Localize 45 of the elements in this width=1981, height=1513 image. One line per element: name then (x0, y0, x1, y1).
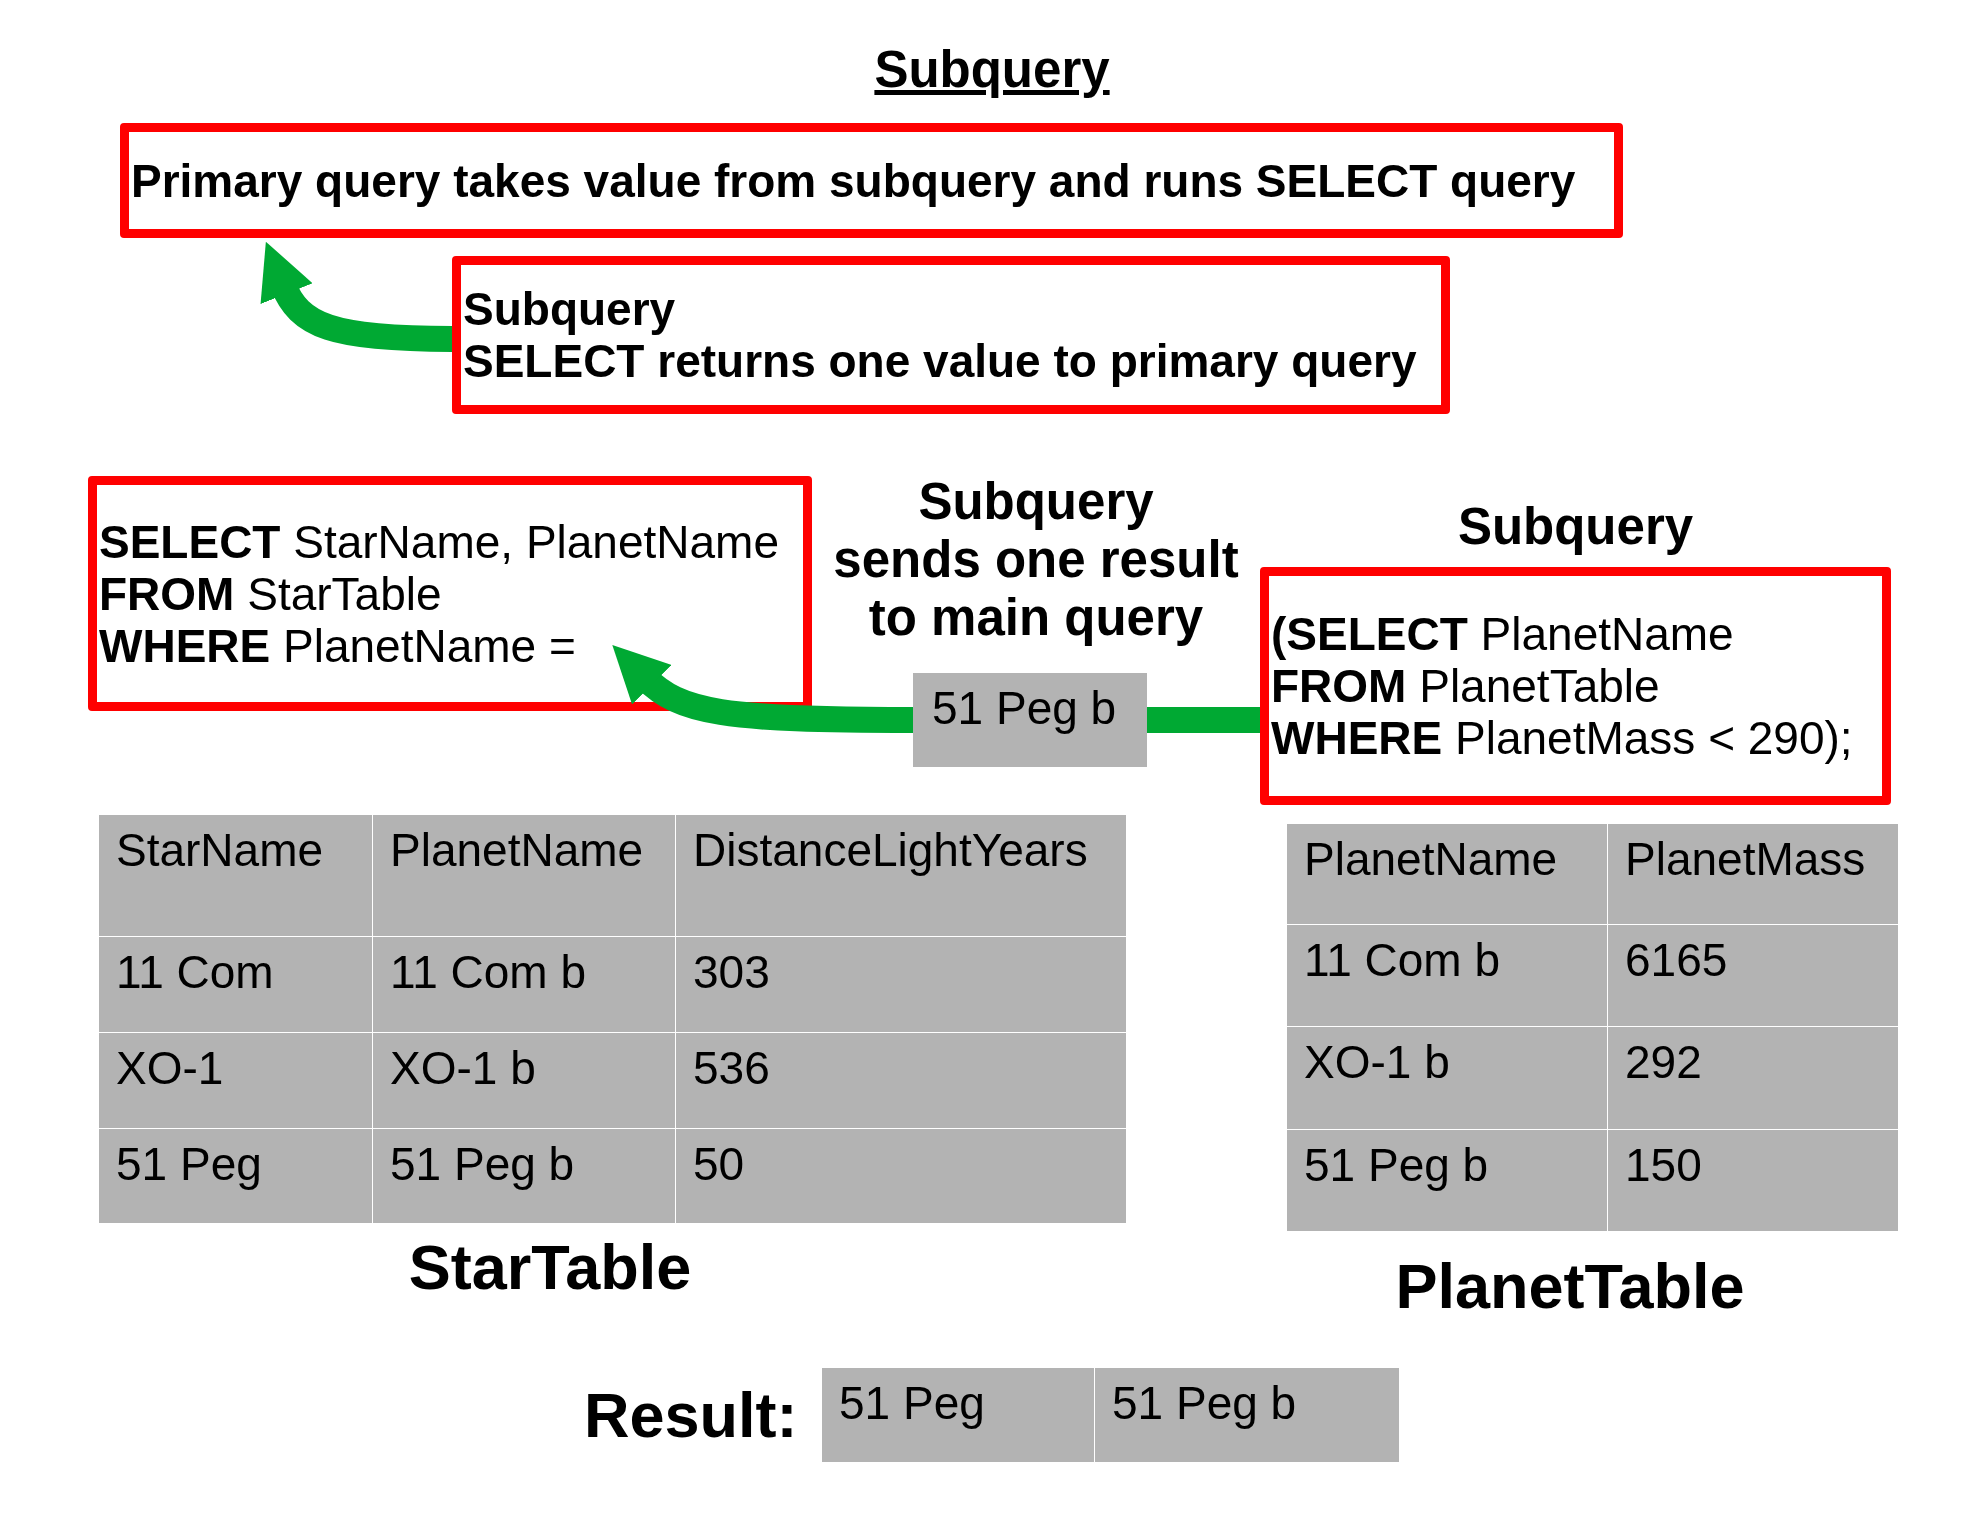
table-cell: XO-1 b (373, 1033, 675, 1128)
table-caption: PlanetTable (1395, 1250, 1745, 1322)
note-text: Primary query takes value from subquery and runs SELECT query (131, 154, 1576, 207)
table-cell: 292 (1608, 1027, 1898, 1129)
code-line: (SELECT PlanetName (1271, 608, 1734, 660)
note-text: SELECT returns one value to primary query (463, 335, 1417, 387)
table-caption: StarTable (408, 1231, 692, 1303)
note-box (452, 256, 1450, 414)
code-line: WHERE PlanetName = (99, 619, 576, 672)
value-text: 51 Peg b (932, 682, 1117, 735)
table-cell: PlanetMass (1608, 824, 1898, 924)
table-cell: PlanetName (1287, 824, 1607, 924)
curved-arrow (610, 646, 914, 733)
heading-text: Subquery (463, 283, 676, 335)
title: Subquery (874, 41, 1110, 99)
table-cell: 11 Com (99, 937, 372, 1032)
code-line: FROM PlanetTable (1271, 660, 1660, 712)
note-box (120, 123, 1623, 238)
annotation-text: Subquery sends one result to main query (833, 473, 1239, 647)
heading-text: Subquery (1457, 498, 1694, 557)
code-line: SELECT StarName, PlanetName (99, 515, 779, 568)
value-box (913, 673, 1147, 767)
table-cell: PlanetName (373, 815, 675, 936)
table-cell: XO-1 b (1287, 1027, 1607, 1129)
code-line: FROM StarTable (99, 567, 442, 620)
table-cell: 150 (1608, 1130, 1898, 1231)
curved-arrow (261, 242, 453, 352)
table-cell: 11 Com b (373, 937, 675, 1032)
connector-bar (1147, 707, 1260, 733)
table-cell: 303 (676, 937, 1126, 1032)
table-cell: 51 Peg b (1287, 1130, 1607, 1231)
code-line: WHERE PlanetMass < 290); (1271, 712, 1853, 764)
table-cell: XO-1 (99, 1033, 372, 1128)
table-cell: 50 (676, 1129, 1126, 1223)
table-cell: 11 Com b (1287, 925, 1607, 1026)
table-cell: 6165 (1608, 925, 1898, 1026)
table-cell: 51 Peg (99, 1129, 372, 1223)
table-cell: 51 Peg b (373, 1129, 675, 1223)
table-cell: StarName (99, 815, 372, 936)
table-cell: 51 Peg b (1095, 1368, 1399, 1462)
table-cell: DistanceLightYears (676, 815, 1126, 936)
table-cell: 536 (676, 1033, 1126, 1128)
table-cell: 51 Peg (822, 1368, 1094, 1462)
result-label: Result: (584, 1379, 798, 1451)
query-box (88, 476, 812, 711)
